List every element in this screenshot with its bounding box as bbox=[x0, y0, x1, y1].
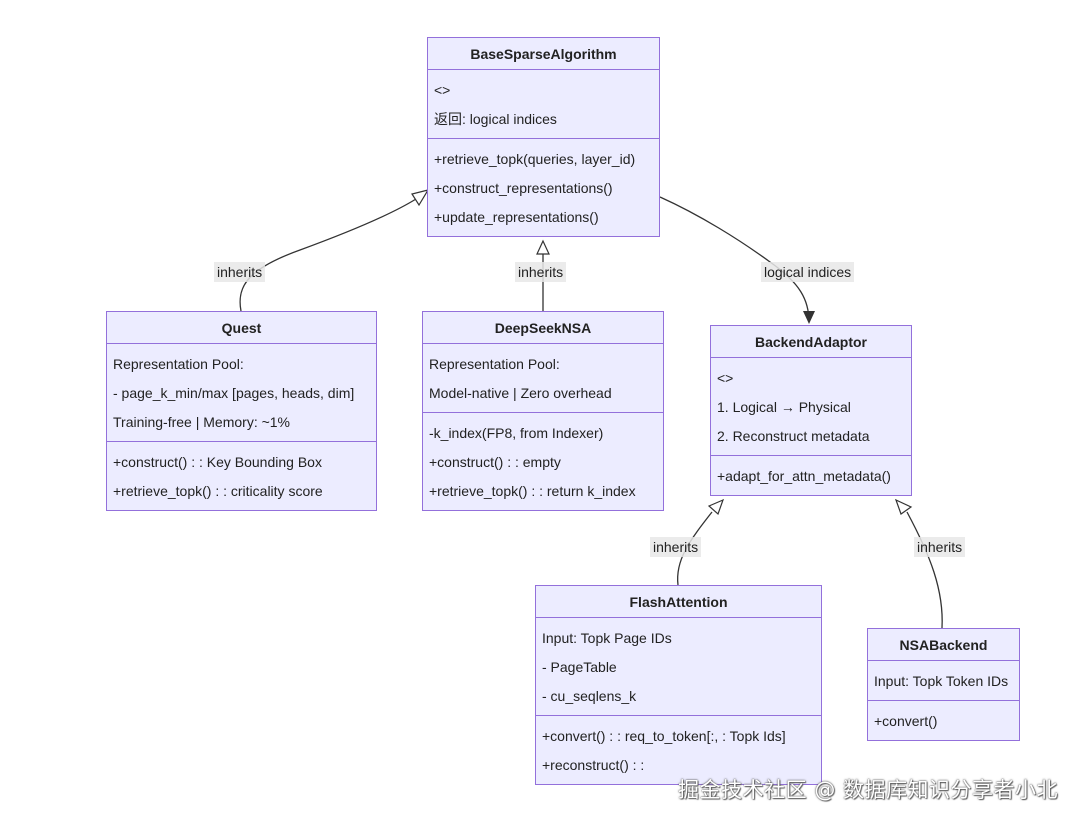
class-box-quest: Quest Representation Pool: - page_k_min/… bbox=[106, 311, 377, 511]
edge-label-deepseek-base: inherits bbox=[515, 262, 567, 282]
class-method: +retrieve_topk() : : criticality score bbox=[113, 483, 323, 499]
inherit-arrowhead-deepseek bbox=[536, 239, 550, 255]
class-box-nsa-backend: NSABackend Input: Topk Token IDs +conver… bbox=[867, 628, 1020, 741]
attributes-section: <> 1. Logical → Physical 2. Reconstruct … bbox=[711, 358, 911, 456]
methods-section: +retrieve_topk(queries, layer_id) +const… bbox=[428, 139, 659, 236]
class-title: DeepSeekNSA bbox=[423, 312, 663, 344]
class-attribute: - PageTable bbox=[542, 659, 617, 675]
watermark-text: 掘金技术社区 @ 数据库知识分享者小北 bbox=[678, 778, 1058, 802]
class-title: Quest bbox=[107, 312, 376, 344]
class-attribute: Input: Topk Page IDs bbox=[542, 630, 672, 646]
attributes-section: Input: Topk Page IDs - PageTable - cu_se… bbox=[536, 618, 821, 716]
class-title: BackendAdaptor bbox=[711, 326, 911, 358]
inherit-arrowhead-nsa bbox=[894, 498, 913, 515]
attributes-section: Input: Topk Token IDs bbox=[868, 661, 1019, 701]
class-attribute: <> bbox=[434, 82, 451, 98]
class-method: +retrieve_topk() : : return k_index bbox=[429, 483, 636, 499]
class-attribute: 2. Reconstruct metadata bbox=[717, 428, 870, 444]
class-title: NSABackend bbox=[868, 629, 1019, 661]
class-attribute: Representation Pool: bbox=[429, 356, 560, 372]
class-method: +convert() : : req_to_token[:, : Topk Id… bbox=[542, 728, 786, 744]
class-box-flash-attention: FlashAttention Input: Topk Page IDs - Pa… bbox=[535, 585, 822, 785]
edge-base-to-backend bbox=[659, 196, 810, 323]
edge-label-flash-backend: inherits bbox=[650, 537, 702, 557]
class-title: BaseSparseAlgorithm bbox=[428, 38, 659, 70]
class-attribute: Training-free | Memory: ~1% bbox=[113, 414, 291, 430]
edge-label-quest-base: inherits bbox=[214, 262, 266, 282]
class-method: +reconstruct() : : bbox=[542, 757, 645, 773]
class-method: +convert() bbox=[874, 713, 938, 729]
class-method: +adapt_for_attn_metadata() bbox=[717, 468, 891, 484]
class-method: +construct() : : empty bbox=[429, 454, 561, 470]
inherit-arrowhead-quest bbox=[411, 189, 430, 207]
methods-section: +convert() bbox=[868, 701, 1019, 740]
class-box-backend-adaptor: BackendAdaptor <> 1. Logical → Physical … bbox=[710, 325, 912, 496]
class-title: FlashAttention bbox=[536, 586, 821, 618]
methods-section: +adapt_for_attn_metadata() bbox=[711, 456, 911, 495]
edge-label-nsa-backend: inherits bbox=[914, 537, 966, 557]
class-attribute: Input: Topk Token IDs bbox=[874, 673, 1009, 689]
class-attribute: - page_k_min/max [pages, heads, dim] bbox=[113, 385, 355, 401]
class-attribute: Representation Pool: bbox=[113, 356, 244, 372]
class-method: -k_index(FP8, from Indexer) bbox=[429, 425, 604, 441]
attributes-section: Representation Pool: - page_k_min/max [p… bbox=[107, 344, 376, 442]
class-attribute: 1. Logical → Physical bbox=[717, 399, 851, 415]
inherit-arrowhead-flash bbox=[707, 498, 725, 516]
class-attribute: 返回: logical indices bbox=[434, 111, 557, 127]
class-method: +retrieve_topk(queries, layer_id) bbox=[434, 151, 636, 167]
edge-quest-to-base bbox=[239, 198, 417, 312]
attributes-section: <> 返回: logical indices bbox=[428, 70, 659, 139]
class-method: +update_representations() bbox=[434, 209, 599, 225]
assoc-arrowhead bbox=[803, 311, 815, 324]
class-attribute: <> bbox=[717, 370, 734, 386]
methods-section: +construct() : : Key Bounding Box +retri… bbox=[107, 442, 376, 510]
class-box-base-sparse-algorithm: BaseSparseAlgorithm <> 返回: logical indic… bbox=[427, 37, 660, 237]
edge-nsa-to-backend bbox=[906, 511, 943, 629]
class-method: +construct() : : Key Bounding Box bbox=[113, 454, 322, 470]
class-attribute: Model-native | Zero overhead bbox=[429, 385, 612, 401]
class-attribute: - cu_seqlens_k bbox=[542, 688, 637, 704]
methods-section: -k_index(FP8, from Indexer) +construct()… bbox=[423, 413, 663, 510]
attributes-section: Representation Pool: Model-native | Zero… bbox=[423, 344, 663, 413]
methods-section: +convert() : : req_to_token[:, : Topk Id… bbox=[536, 716, 821, 784]
class-method: +construct_representations() bbox=[434, 180, 613, 196]
class-box-deepseek-nsa: DeepSeekNSA Representation Pool: Model-n… bbox=[422, 311, 664, 511]
edge-label-base-backend: logical indices bbox=[761, 262, 855, 282]
